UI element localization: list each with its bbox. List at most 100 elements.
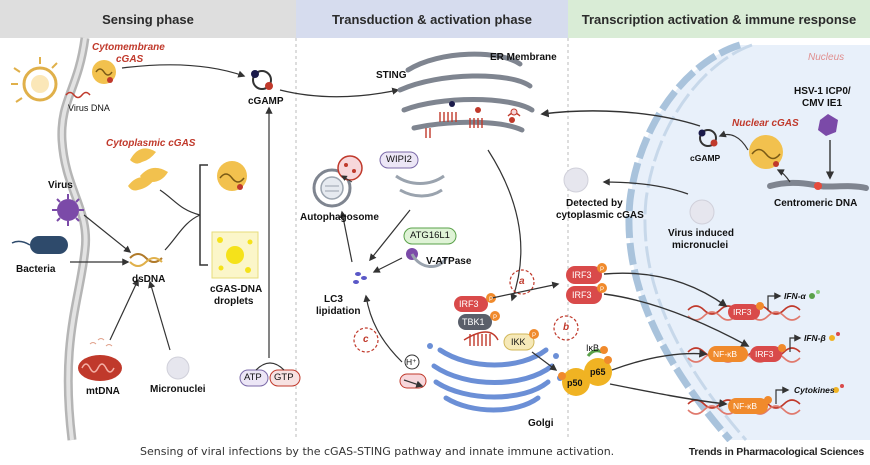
cgas-dna-complex-icon [217,161,247,191]
virus-icon [52,194,84,226]
bacteria-icon [11,236,68,254]
nucleus-region [628,45,870,440]
wipi2-badge [379,151,419,169]
irf3-on-ifnb [750,346,782,362]
phospho-label-2: P [600,287,604,293]
arrow-tbk1-to-irf3 [491,281,560,299]
hsv-label-1: HSV-1 ICP0/ [794,86,851,97]
irf3-ifnb-label: IRF3 [755,349,774,359]
cytomembrane-cgas-icon [92,60,116,84]
sensing-phase-header: Sensing phase [102,11,194,27]
transcript-dots [809,290,844,393]
transduction-phase-header: Transduction & activation phase [331,11,533,27]
step-a-marker [509,269,535,295]
phospho-label-5: P [532,333,536,339]
merge-lines [159,189,201,251]
atg16l1-label: ATG16L1 [410,230,450,241]
sting-dimer-icon [425,112,483,138]
ifn-a-label: IFN-α [784,291,806,301]
dsdna-icon [129,253,163,267]
irf3-badge-golgi [454,296,488,312]
phospho-label-1: P [600,267,604,273]
arrow-h-to-lc3 [363,294,403,363]
p65-label: p65 [590,367,606,377]
micronuclei-label: Micronuclei [150,384,206,395]
lysosome-icon [337,155,363,181]
h-plus-label: H⁺ [406,357,417,367]
arrow-micronuclei-to-dsdna [148,280,171,351]
p50-label: p50 [567,378,583,388]
nfkb-ifnb-label: NF-κB [713,349,738,359]
irf3-on-ifna-phospho [756,302,764,310]
arrow-cgas-to-cgamp [121,64,246,78]
virus-dna-strand [65,91,91,99]
step-c-marker [353,327,379,353]
nfkb-on-ifnb [708,346,748,362]
irf3-dimer-bottom [566,286,602,304]
nfkb-complex-icon [558,346,612,396]
ikk-phospho [529,329,539,339]
mitochondria-icon [78,338,122,381]
arrow-centromere-to-nuclear-cgas [776,169,791,183]
er-cgamp-icon [449,101,515,123]
irf3-dimer-top-phospho [597,263,607,273]
irf3-dimer-top [566,266,602,284]
hsv-label-2: CMV IE1 [802,98,843,109]
nfkb-on-cytokines-phospho [764,396,772,404]
virus-micronuclei-label-2: micronuclei [672,240,729,251]
irf3-golgi-phospho [486,293,496,303]
sensing-header-bg [0,0,296,38]
atp-gtp-bond [255,362,285,371]
cgamp-label: cGAMP [248,96,284,107]
virus-micronuclei-label-1: Virus induced [668,228,734,239]
step-b-marker [553,315,579,341]
arrow-atg16l1-to-lc3 [372,257,403,273]
atg16l1-badge [403,227,457,245]
irf3-golgi-label: IRF3 [459,299,479,309]
dsdna-label: dsDNA [132,274,166,285]
h-plus-icon [404,354,420,370]
nfkb-on-cytokines [728,398,768,414]
irf3-on-ifna [728,304,760,320]
membrane-virus-icon [11,57,58,103]
cgas-sting-pathway-diagram: P P P P P [0,0,870,442]
centromeric-dna-label: Centromeric DNA [774,198,858,209]
tbk1-badge [458,314,492,330]
gtp-badge [269,369,301,387]
nucleus-label: Nucleus [808,52,845,63]
gtp-label: GTP [274,372,294,383]
autophagosome-icon [312,168,352,208]
ifn-b-label: IFN-β [804,333,826,343]
step-b-label: b [563,322,570,333]
journal-name: Trends in Pharmacological Sciences [688,446,864,458]
nuclear-cgas-icon [749,135,783,169]
step-a-label: a [519,276,525,287]
irf3-dimer-top-label: IRF3 [572,270,592,280]
arrow-fusion [340,175,353,183]
virus-dna-label: Virus DNA [68,103,110,113]
wipi2-label: WIPI2 [386,154,412,165]
irf3-ifna-label: IRF3 [733,307,752,317]
arrow-ikk-to-nfkb [531,351,558,371]
micronuclei-icon [166,356,190,380]
atp-label: ATP [244,372,262,383]
hsv-protein-icon [818,114,838,136]
arrow-virus-to-dsdna [83,214,132,253]
nuclear-envelope [625,41,742,442]
nfkb-cytokines-label: NF-κB [733,401,758,411]
wipi2-membrane-icon [395,174,445,198]
ikk-label: IKK [511,337,526,347]
arrow-irf3-to-ifnb [603,293,750,347]
cgamp-icon [251,70,273,90]
nuclear-cgas-label: Nuclear cGAS [732,118,799,129]
er-membrane-icon [397,51,535,133]
golgi-sting-icon [463,331,499,346]
transcription-header-bg [568,0,870,38]
arrow-irf3-to-ifna [603,272,728,307]
arrow-nuclear-to-sting [540,109,701,127]
ikk-badge [503,333,535,351]
arrow-nuclear-cgas-to-cgamp [718,130,749,151]
virus-micronuclei-icon [689,199,715,225]
phospho-label-3: P [489,297,493,303]
